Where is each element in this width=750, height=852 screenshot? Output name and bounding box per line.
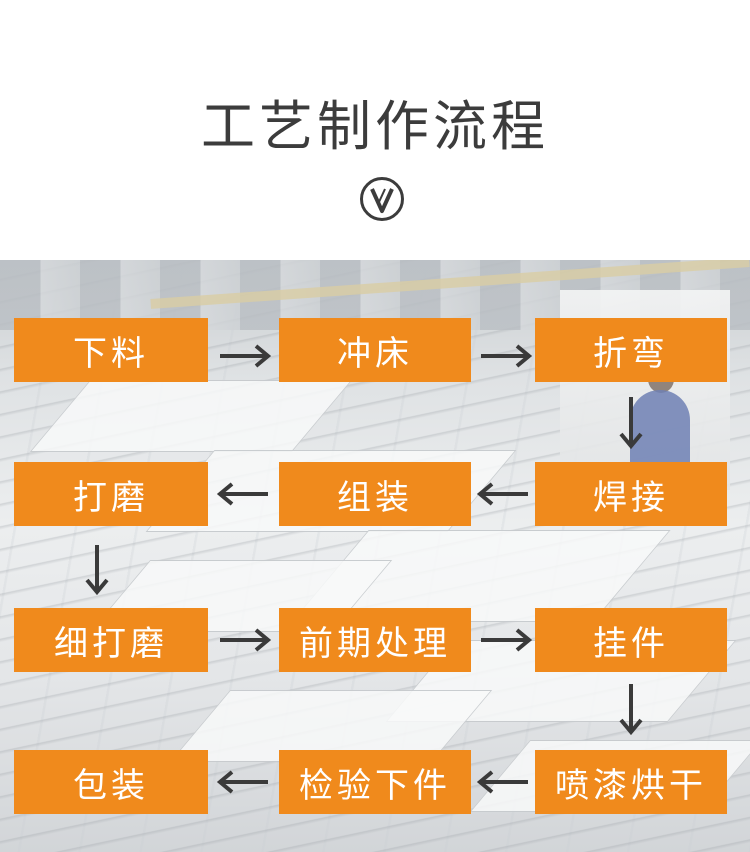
arrow-down-icon [619,684,643,736]
arrow-down-icon [85,545,109,596]
page-title: 工艺制作流程 [201,95,549,158]
step-box-packaging: 包装 [14,750,208,814]
step-box-hanging: 挂件 [535,608,727,672]
arrow-right-icon [220,344,272,368]
step-box-bending: 折弯 [535,318,727,382]
step-box-spray-bake: 喷漆烘干 [535,750,727,814]
arrow-right-icon [481,628,533,652]
step-box-assembly: 组装 [279,462,471,526]
step-box-grinding: 打磨 [14,462,208,526]
arrow-left-icon [476,770,528,794]
arrow-right-icon [220,628,272,652]
arrow-right-icon [481,344,533,368]
step-box-inspection: 检验下件 [279,750,471,814]
v-circle-icon [360,177,404,221]
step-box-fine-grinding: 细打磨 [14,608,208,672]
arrow-down-icon [619,397,643,450]
arrow-left-icon [216,770,268,794]
arrow-left-icon [476,482,528,506]
header: 工艺制作流程 [0,0,750,260]
step-box-cutting: 下料 [14,318,208,382]
arrow-left-icon [216,482,268,506]
step-box-punching: 冲床 [279,318,471,382]
step-box-welding: 焊接 [535,462,727,526]
step-box-pretreatment: 前期处理 [279,608,471,672]
